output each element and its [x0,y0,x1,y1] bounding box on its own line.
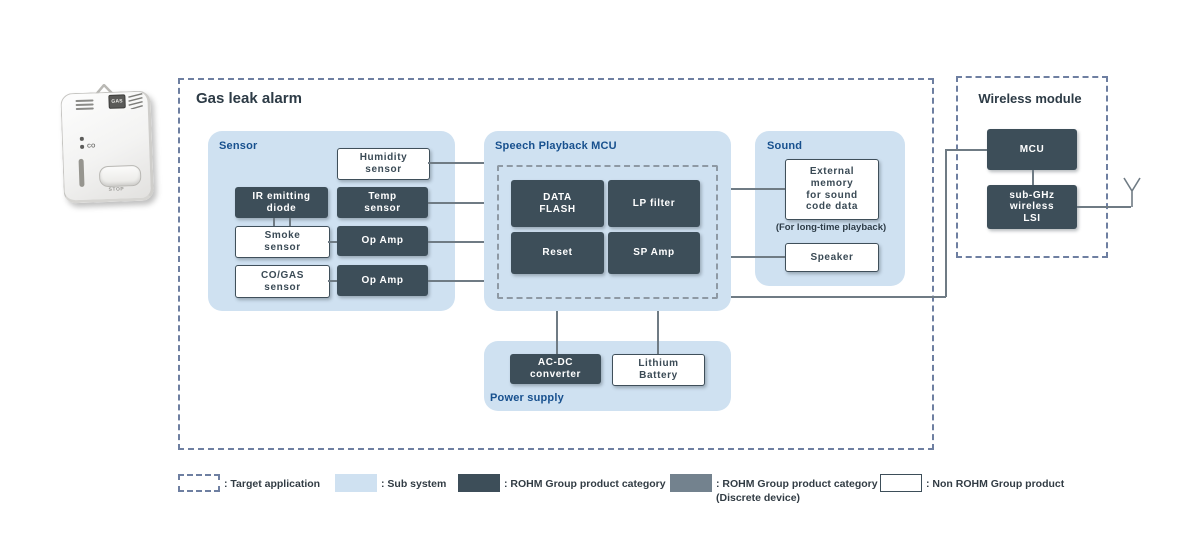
device-stop-label: STOP [108,186,125,193]
legend-rohm-category-swatch [458,474,500,492]
connector-opamp2-to-speech [428,280,484,282]
legend-rohm-category-label: : ROHM Group product category [504,478,666,490]
device-led-dot [80,144,84,149]
gas-leak-alarm-title: Gas leak alarm [196,90,302,107]
ir-emitting-diode-block: IR emitting diode [235,187,328,218]
speech-playback-mcu-title: Speech Playback MCU [495,140,617,152]
connector-subghz-to-antenna [1077,206,1131,208]
device-corner-vents-icon [128,93,143,110]
connector-temp-to-speech [428,202,484,204]
device-gas-badge: GAS [108,94,126,109]
connector-irdiode-to-smoke-b [289,218,291,226]
legend-rohm-discrete-label: : ROHM Group product category (Discrete … [716,478,878,505]
connector-speech-to-speaker [731,256,785,258]
data-flash-block: DATA FLASH [511,180,604,227]
connector-speech-to-external-memory [731,188,785,190]
legend-sub-system-swatch [335,474,377,492]
connector-smoke-to-opamp1 [328,241,337,243]
connector-irdiode-to-smoke-a [273,218,275,226]
device-stop-button [98,164,142,188]
op-amp-2-block: Op Amp [337,265,428,296]
connector-to-wireless-mcu [945,149,987,151]
wireless-module-frame [956,76,1108,258]
device-slot [78,158,85,187]
connector-cogas-to-opamp2 [328,280,337,282]
co-gas-sensor-block: CO/GAS sensor [235,265,330,298]
connector-speech-to-wireless-h [731,296,946,298]
speaker-block: Speaker [785,243,879,272]
wireless-mcu-block: MCU [987,129,1077,170]
device-co-label: CO [87,143,96,150]
lithium-battery-block: Lithium Battery [612,354,705,386]
connector-speech-to-acdc [556,311,558,354]
connector-speech-to-wireless-v [945,149,947,297]
legend-target-application-label: : Target application [224,478,321,490]
sub-ghz-wireless-lsi-block: sub-GHz wireless LSI [987,185,1077,229]
connector-mcu-to-subghz [1032,170,1034,185]
legend-non-rohm-label: : Non ROHM Group product [926,478,1065,490]
long-time-playback-note: (For long-time playback) [775,222,887,233]
wireless-module-title: Wireless module [978,91,1082,106]
smoke-sensor-block: Smoke sensor [235,226,330,258]
speech-mcu-inner-frame [497,165,718,299]
legend-rohm-discrete-swatch [670,474,712,492]
humidity-sensor-block: Humidity sensor [337,148,430,180]
connector-opamp1-to-speech [428,241,484,243]
gas-leak-alarm-frame [178,78,934,450]
op-amp-1-block: Op Amp [337,226,428,256]
antenna-icon [1123,177,1141,207]
external-memory-block: External memory for sound code data [785,159,879,220]
legend-sub-system-label: : Sub system [381,478,447,490]
temp-sensor-block: Temp sensor [337,187,428,218]
legend-target-application-swatch [178,474,220,492]
ac-dc-converter-block: AC-DC converter [510,354,601,384]
device-led-dot [79,136,84,141]
sound-title: Sound [767,140,803,152]
legend-non-rohm-swatch [880,474,922,492]
sensor-title: Sensor [219,140,258,152]
connector-speech-to-battery [657,311,659,354]
gas-alarm-device-illustration: GAS CO STOP [58,82,155,204]
power-supply-title: Power supply [490,392,564,404]
reset-block: Reset [511,232,604,274]
lp-filter-block: LP filter [608,180,700,227]
connector-humidity-to-speech [428,162,484,164]
sp-amp-block: SP Amp [608,232,700,274]
